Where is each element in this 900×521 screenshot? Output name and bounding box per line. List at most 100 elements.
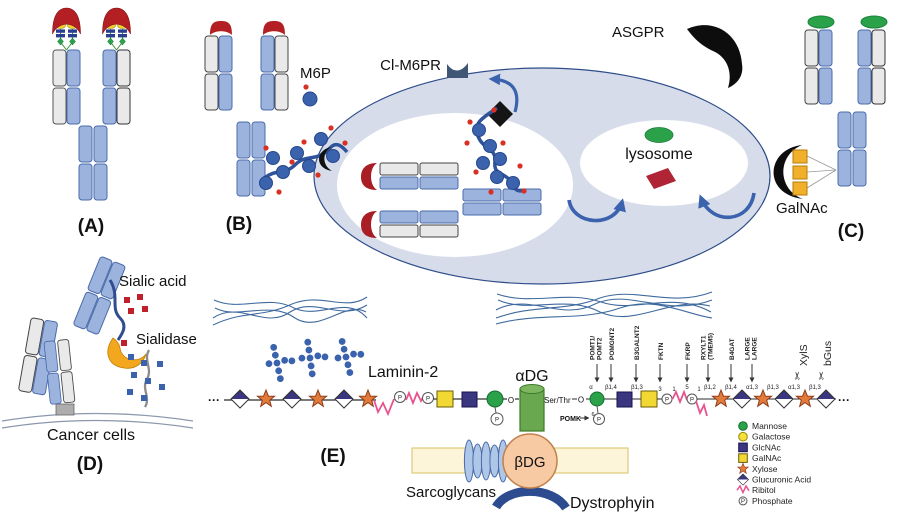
svg-text:1: 1 <box>697 387 701 393</box>
svg-text:β1,3: β1,3 <box>809 385 821 391</box>
antigen-crescent-icon <box>361 211 377 238</box>
alpha-dg-label: αDG <box>515 368 548 385</box>
svg-text:β1,4: β1,4 <box>605 385 617 391</box>
beta-dg-label: βDG <box>514 454 545 471</box>
laminin-molecule-icon <box>261 340 300 385</box>
asgpr-label: ASGPR <box>612 24 665 41</box>
panel-e: Laminin-2 ··· P P P O αDG βDG Sarcoglyca… <box>208 291 850 512</box>
ser-thr-label: Ser/Thr <box>544 396 571 405</box>
antibody-fab-up <box>72 255 127 336</box>
xylose-icon <box>308 389 328 407</box>
transfer-arrow-left <box>567 198 626 223</box>
svg-text:1: 1 <box>672 387 676 393</box>
svg-text:3: 3 <box>658 387 662 393</box>
m6p-glycan-chain <box>259 125 349 195</box>
galactose-legend-icon <box>738 431 748 442</box>
ribitol-zigzag-icon <box>405 390 424 406</box>
internalized-antibody-bottom <box>361 210 459 238</box>
galnac-icon <box>436 390 454 408</box>
glucuronic-acid-icon <box>732 389 752 409</box>
alpha-dg-cylinder-icon <box>519 388 545 432</box>
galnac-square-icon <box>792 181 808 196</box>
svg-text:POMT1/: POMT1/ <box>590 336 597 360</box>
mannose-legend-icon <box>738 421 748 431</box>
glucuronic-acid-icon <box>774 389 794 409</box>
phosphate-legend-icon <box>738 496 748 506</box>
panel-b: M6P (B) <box>204 21 349 235</box>
panel-d-label: (D) <box>77 454 103 475</box>
asgpr-crescent-icon <box>773 145 803 199</box>
internalized-antibody-top <box>361 162 542 216</box>
panel-a: (A) <box>52 7 131 237</box>
panel-e-label: (E) <box>320 446 345 467</box>
transfer-arrow-right <box>698 192 756 220</box>
bgus-label: bGus <box>822 341 834 366</box>
phosphate-letter: P <box>597 418 601 424</box>
laminin-molecule-icon <box>296 336 331 379</box>
xylose-icon <box>753 389 773 407</box>
recycling-arrow <box>488 73 519 113</box>
dystrophin-label: Dystrophyin <box>570 495 654 512</box>
sialic-acid-squares <box>121 294 148 346</box>
cell-membrane-line <box>1 419 194 429</box>
chain-ellipsis: ··· <box>208 393 220 407</box>
xylose-icon <box>358 389 378 407</box>
phosphate-letter: P <box>741 499 745 505</box>
glucuronic-acid-icon <box>282 389 302 409</box>
glcnac-icon <box>461 391 478 408</box>
panel-a-label: (A) <box>78 216 104 237</box>
galnac-square-icon <box>792 149 808 164</box>
svg-text:α: α <box>589 385 593 391</box>
legend-label: Galactose <box>752 432 791 442</box>
enzyme-labels: POMT1/ POMT2 POMGNT2 B3GALNT2 FKTN FKRP … <box>590 325 835 380</box>
xylose-icon <box>256 389 276 407</box>
svg-text:β1,3: β1,3 <box>767 385 779 391</box>
asgpr-receptor-icon <box>687 25 743 88</box>
svg-text:5: 5 <box>685 385 689 391</box>
membrane-receptor-crescent-icon <box>319 147 332 171</box>
svg-text:FKTN: FKTN <box>658 342 665 360</box>
chain-ellipsis: ··· <box>838 393 850 407</box>
panel-b-label: (B) <box>226 214 252 235</box>
laminin-label: Laminin-2 <box>368 364 438 381</box>
svg-text:β1,3: β1,3 <box>631 385 643 391</box>
svg-text:LARGE: LARGE <box>745 337 752 360</box>
o-linkage-label: O <box>578 396 584 405</box>
cancer-cells-label: Cancer cells <box>47 427 135 444</box>
phosphate-letter: P <box>690 398 694 404</box>
glycan-legend: Mannose Galactose GlcNAc GalNAc Xylose G… <box>736 421 811 506</box>
cleaved-sugar-squares <box>127 354 165 401</box>
six-position-label: 6 <box>592 412 595 418</box>
legend-label: Phosphate <box>752 496 793 506</box>
legend-label: GalNAc <box>752 453 782 463</box>
svg-text:α1,3: α1,3 <box>788 385 800 391</box>
panel-d: Sialic acid Sialidase Cancer cells (D) <box>1 255 197 475</box>
linkage-labels: α β1,4 β1,3 3 1 5 1 β1,2 β1,4 α1,3 β1,3 … <box>589 385 821 393</box>
ribitol-zigzag-icon <box>671 389 688 405</box>
glucuronic-acid-icon <box>334 389 354 409</box>
legend-label: Xylose <box>752 464 778 474</box>
panel-c: GalNAc (C) <box>773 15 888 242</box>
antigen-anchor-icon <box>55 403 75 416</box>
lysosome-label: lysosome <box>625 146 693 163</box>
antigen-green-oval-icon <box>807 15 835 29</box>
scissors-icon: ✂ <box>816 371 828 380</box>
svg-text:α1,3: α1,3 <box>746 385 758 391</box>
dystrophin-arc-icon <box>492 486 570 511</box>
ci-m6pr-label: Cl-M6PR <box>380 57 441 74</box>
ci-m6pr-receptor-icon <box>447 63 468 78</box>
sialidase-crescent-icon <box>107 337 147 369</box>
svg-text:FKRP: FKRP <box>685 342 692 360</box>
xyls-label: XylS <box>798 344 810 366</box>
beta-dg-icon <box>502 433 558 489</box>
mannose-icon <box>589 391 605 407</box>
cargo-green-oval-icon <box>644 127 674 143</box>
legend-label: Glucuronic Acid <box>752 475 811 485</box>
laminin-fibers-right <box>495 291 713 325</box>
antibody-fc <box>43 338 76 405</box>
mannose-icon <box>486 390 504 408</box>
galnac-label: GalNAc <box>776 200 828 217</box>
panel-c-label: (C) <box>838 221 864 242</box>
